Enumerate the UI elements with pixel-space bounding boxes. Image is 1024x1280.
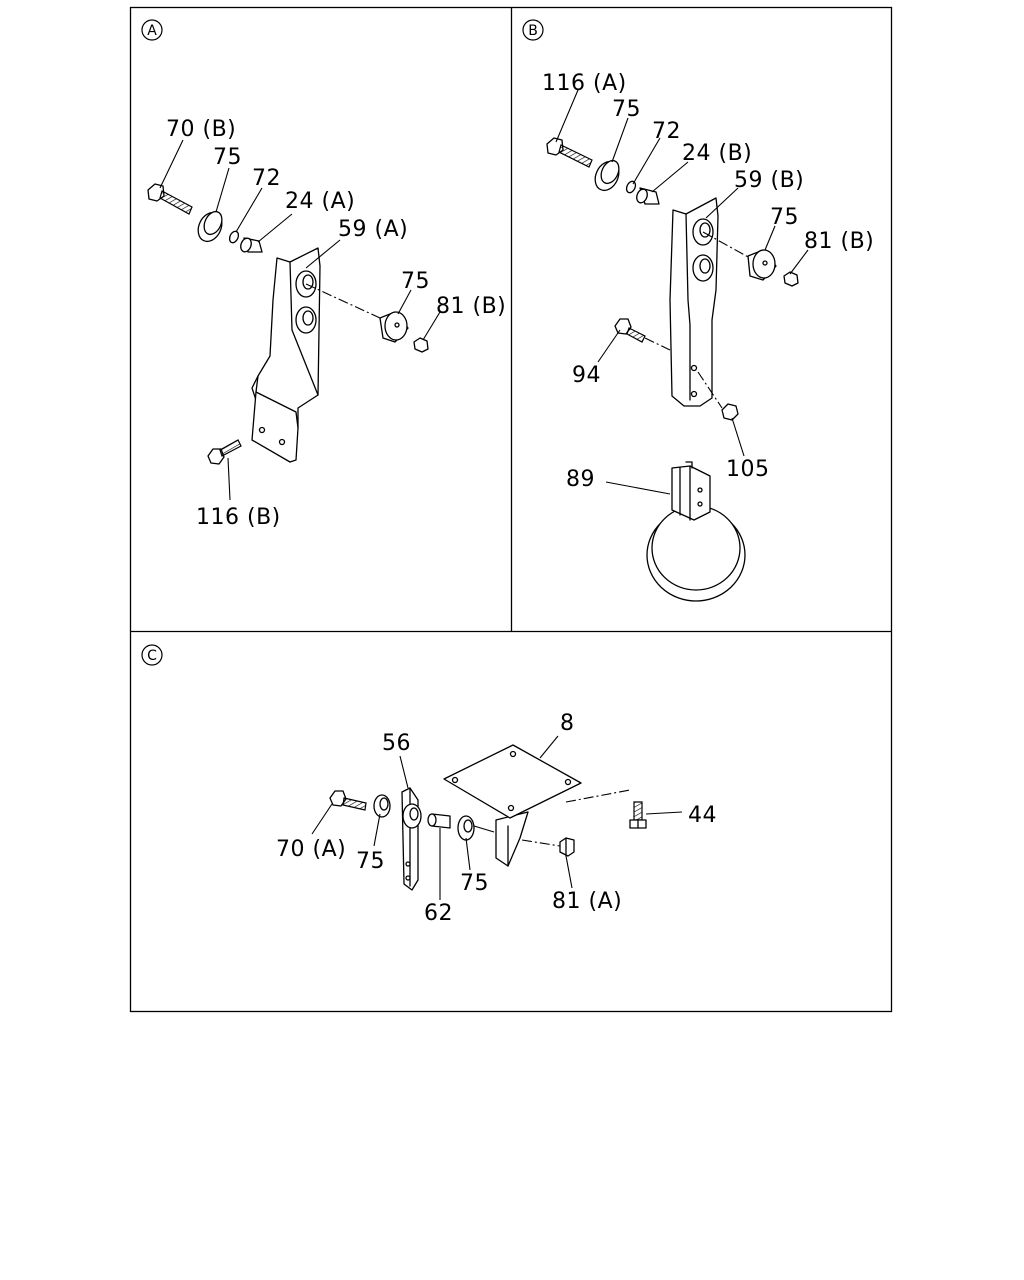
label-62: 62 <box>424 901 453 926</box>
label-94: 94 <box>572 363 601 388</box>
label-116a: 116 (A) <box>542 71 627 96</box>
label-72-a: 72 <box>252 166 281 191</box>
bolt-44 <box>629 801 647 829</box>
rubber-mount-75-a2 <box>379 311 409 343</box>
section-a-drawing <box>147 139 441 501</box>
svg-text:B: B <box>528 23 538 39</box>
centerline-a <box>305 283 381 319</box>
label-70b: 70 (B) <box>166 117 236 142</box>
washer-72-b <box>625 180 637 194</box>
label-75-b2: 75 <box>770 205 799 230</box>
bracket-59a <box>251 247 321 463</box>
section-marker-c: C <box>141 644 163 666</box>
section-a-labels: 70 (B) 75 72 24 (A) 59 (A) 75 81 (B) 116… <box>166 117 506 530</box>
section-b-drawing <box>546 89 809 602</box>
bolt-116a <box>546 137 593 168</box>
section-c-drawing <box>311 735 683 900</box>
section-marker-b: B <box>522 19 544 41</box>
section-marker-a: A <box>141 19 163 41</box>
svg-text:C: C <box>147 648 157 664</box>
bolt-94 <box>614 318 671 351</box>
label-59b: 59 (B) <box>734 168 804 193</box>
label-81b-a: 81 (B) <box>436 294 506 319</box>
nut-105 <box>697 371 739 421</box>
washer-75-a1 <box>197 210 223 243</box>
label-89: 89 <box>566 467 595 492</box>
nut-81b-a <box>413 337 429 353</box>
label-8: 8 <box>560 711 575 736</box>
label-56: 56 <box>382 731 411 756</box>
label-81b-b: 81 (B) <box>804 229 874 254</box>
nut-81a <box>559 837 575 857</box>
label-59a: 59 (A) <box>338 217 408 242</box>
label-75-b1: 75 <box>612 97 641 122</box>
bracket-59b <box>669 197 719 407</box>
washer-75-c1 <box>373 794 391 818</box>
collar-62 <box>427 813 451 829</box>
bolt-70b <box>147 183 193 215</box>
label-75-c2: 75 <box>460 871 489 896</box>
label-81a: 81 (A) <box>552 889 622 914</box>
label-105: 105 <box>726 457 770 482</box>
band-clamp-89 <box>646 461 746 602</box>
label-24a: 24 (A) <box>285 189 355 214</box>
nut-81b-b <box>783 271 799 287</box>
washer-75-b1 <box>594 159 620 192</box>
washer-72-a <box>228 230 240 244</box>
label-70a: 70 (A) <box>276 837 346 862</box>
section-c-labels: 8 56 44 70 (A) 75 75 62 81 (A) <box>276 711 717 926</box>
label-75-c1: 75 <box>356 849 385 874</box>
plate-8 <box>443 744 631 867</box>
bolt-116b <box>207 439 242 465</box>
label-24b: 24 (B) <box>682 141 752 166</box>
label-116b: 116 (B) <box>196 505 281 530</box>
panel-frames <box>129 6 893 1013</box>
collar-24b <box>636 187 660 205</box>
section-b-labels: 116 (A) 75 72 24 (B) 59 (B) 75 81 (B) 94… <box>542 71 874 492</box>
label-75-a2: 75 <box>401 269 430 294</box>
collar-24a <box>240 237 263 253</box>
label-75-a1: 75 <box>213 145 242 170</box>
bracket-56 <box>401 787 422 891</box>
label-44: 44 <box>688 803 717 828</box>
label-72-b: 72 <box>652 119 681 144</box>
washer-75-c2 <box>457 815 495 841</box>
rubber-mount-75-b2 <box>747 249 777 281</box>
centerline-b <box>702 231 751 259</box>
bolt-70a <box>329 790 367 811</box>
svg-text:A: A <box>147 23 157 39</box>
